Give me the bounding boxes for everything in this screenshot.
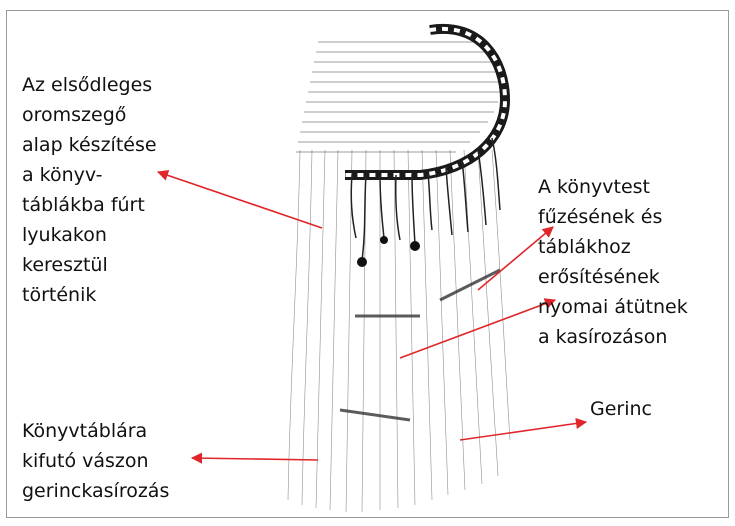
label-primary-headband: Az elsődleges oromszegő alap készítése a…	[22, 70, 157, 310]
arrow-cloth-lining	[192, 458, 318, 460]
spine-hatching	[288, 150, 510, 512]
label-spine: Gerinc	[590, 394, 652, 424]
label-sewing-traces: A könyvtest fűzésének és táblákhoz erősí…	[538, 172, 688, 352]
arrow-primary-headband	[158, 172, 322, 228]
arrow-sewing-traces-2	[400, 300, 555, 358]
label-cloth-spine-lining: Könyvtáblára kifutó vászon gerinckasíroz…	[22, 416, 169, 506]
thread-knots	[357, 236, 420, 267]
spine-top-lines	[296, 42, 500, 152]
